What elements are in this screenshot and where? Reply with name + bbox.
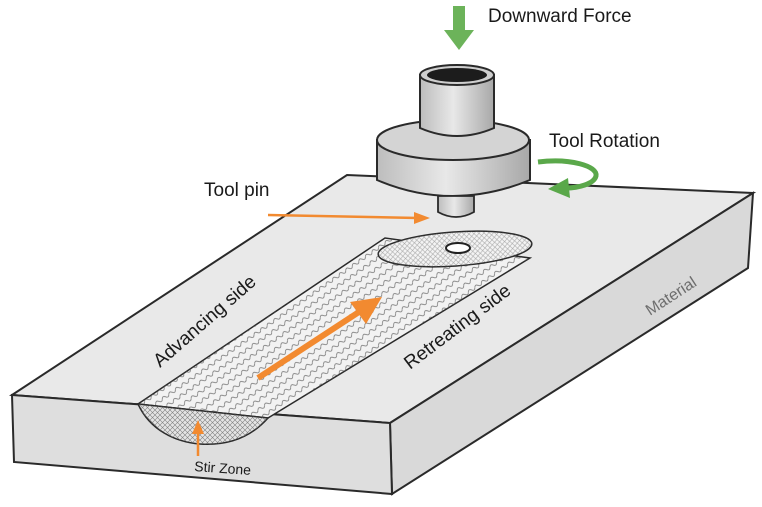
tool-pin	[437, 195, 475, 218]
tool-pin-pointer	[267, 212, 430, 224]
stir-zone-pointer	[192, 420, 204, 456]
tool-pin-label: Tool pin	[204, 180, 270, 201]
tool-rotation-label: Tool Rotation	[549, 131, 660, 152]
welding-tool	[376, 64, 531, 218]
tool-shank	[419, 74, 495, 137]
downward-force-label: Downward Force	[488, 6, 632, 27]
tool-rotation-icon	[537, 158, 599, 198]
pin-hole	[445, 242, 471, 254]
stir-zone-label: Stir Zone	[194, 458, 252, 478]
downward-force-arrow	[444, 6, 474, 50]
welding-direction-arrow	[256, 297, 382, 381]
